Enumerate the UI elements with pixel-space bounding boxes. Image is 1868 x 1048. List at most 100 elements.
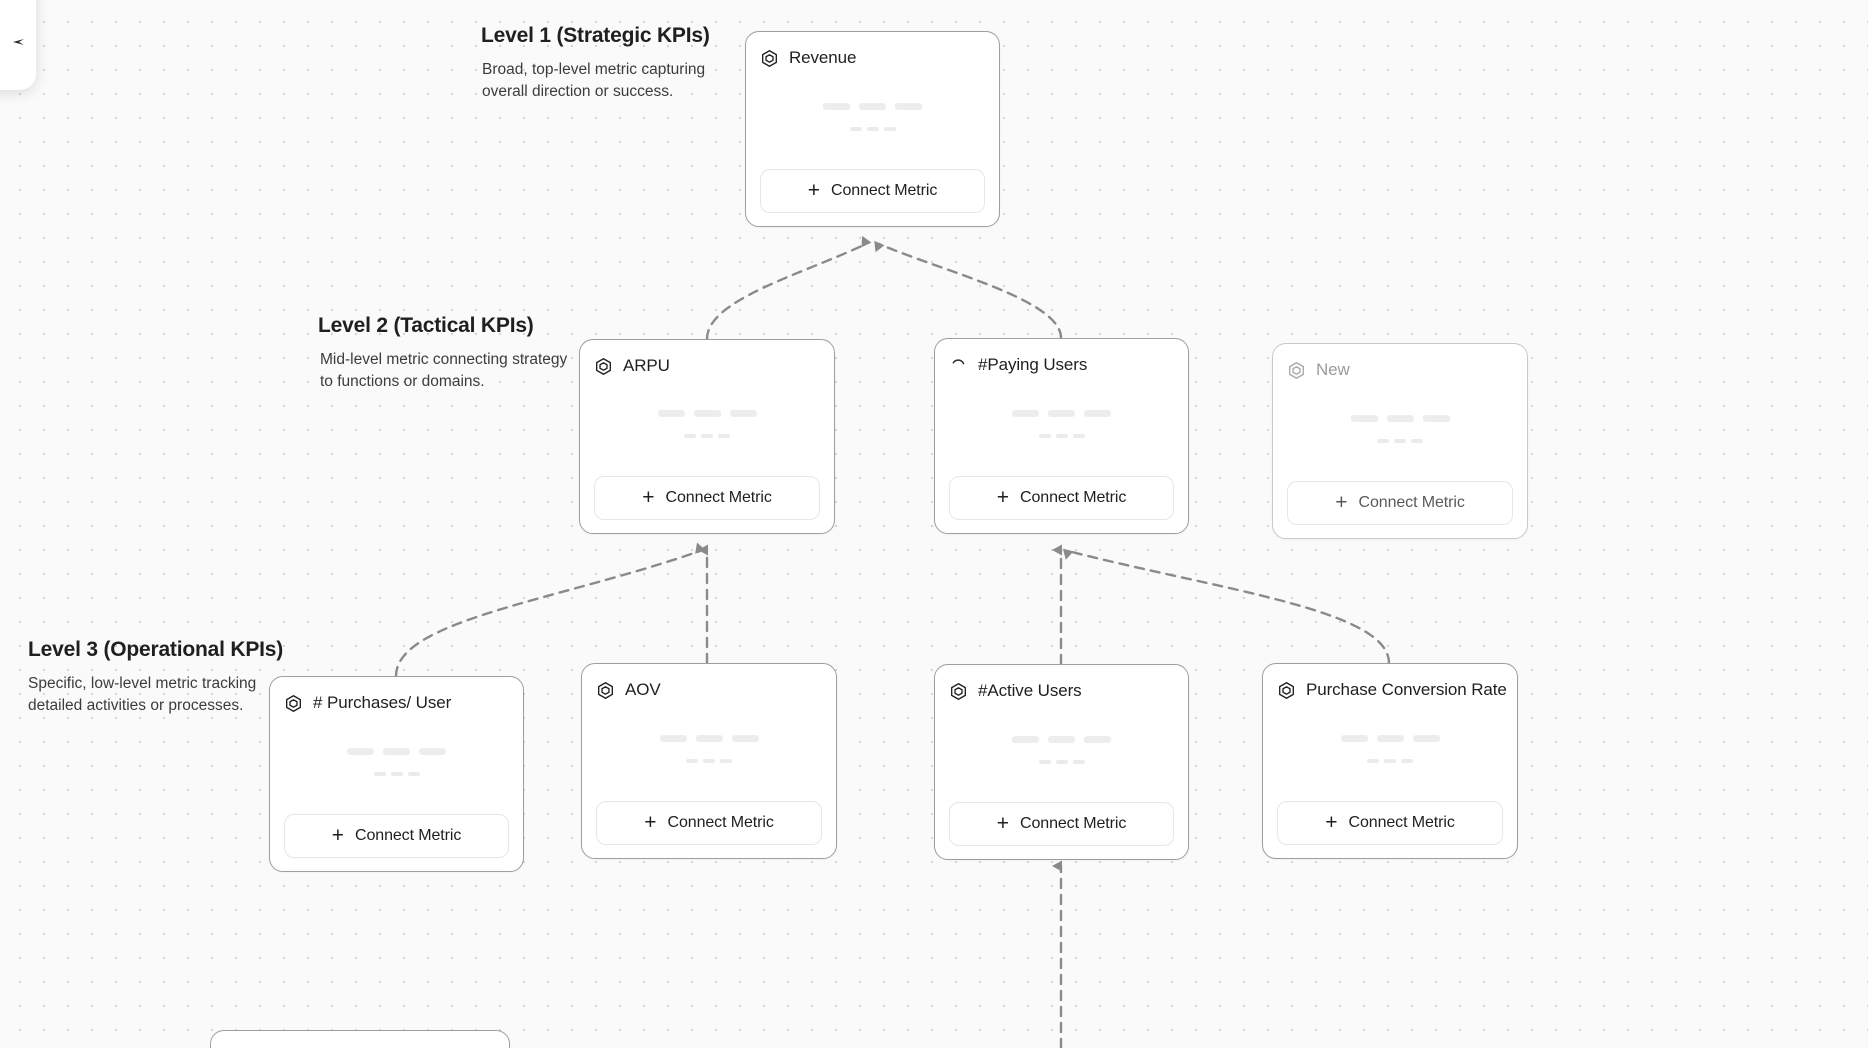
connect-metric-button[interactable]: + Connect Metric: [1287, 481, 1513, 525]
card-header: Purchase Conversion Rate: [1277, 678, 1507, 702]
skeleton-bar: [1386, 414, 1414, 422]
card-header: AOV: [596, 678, 822, 702]
connect-metric-button[interactable]: + Connect Metric: [949, 476, 1174, 520]
card-header: New: [1287, 358, 1513, 382]
plus-icon: +: [644, 810, 657, 834]
metric-card-offscreen-partial[interactable]: [210, 1030, 510, 1048]
plus-icon: +: [331, 823, 345, 847]
metric-card-active-users[interactable]: #Active Users + Connect Metric: [934, 664, 1189, 860]
card-skeleton-body: [284, 715, 509, 814]
skeleton-bar: [866, 126, 879, 131]
card-title: ARPU: [623, 356, 670, 375]
skeleton-bar: [390, 771, 403, 776]
skeleton-bar: [419, 747, 446, 755]
floating-panel-corner[interactable]: [0, 0, 36, 90]
card-header: Revenue: [760, 46, 985, 70]
skeleton-bar: [1084, 735, 1111, 743]
card-skeleton-body: [949, 703, 1174, 802]
skeleton-bar: [1376, 734, 1404, 742]
metric-card-new[interactable]: New + Connect Metric: [1272, 343, 1528, 539]
skeleton-bar: [1401, 758, 1413, 763]
skeleton-bar: [1038, 433, 1051, 438]
level-2-description: Mid-level metric connecting strategy to …: [320, 351, 568, 390]
skeleton-bar: [383, 747, 410, 755]
card-header: # Purchases/ User: [284, 691, 509, 715]
skeleton-row-secondary: [1367, 758, 1413, 763]
connect-metric-button[interactable]: + Connect Metric: [949, 802, 1174, 846]
skeleton-bar: [1384, 758, 1396, 763]
connect-metric-label: Connect Metric: [1020, 815, 1127, 832]
card-header: ARPU: [594, 354, 820, 378]
skeleton-bar: [686, 758, 698, 763]
metric-card-purchases-per-user[interactable]: # Purchases/ User + Connect Metric: [269, 676, 524, 872]
skeleton-bar: [1422, 414, 1450, 422]
connect-metric-label: Connect Metric: [1358, 494, 1465, 511]
connect-metric-label: Connect Metric: [1348, 814, 1455, 831]
connect-metric-button[interactable]: + Connect Metric: [594, 476, 820, 520]
level-3-title: Level 3 (Operational KPIs): [28, 638, 284, 661]
metric-card-arpu[interactable]: ARPU + Connect Metric: [579, 339, 835, 534]
skeleton-bar: [859, 102, 886, 110]
hexagon-icon: [286, 694, 301, 712]
skeleton-bar: [1055, 759, 1068, 764]
metric-card-aov[interactable]: AOV + Connect Metric: [581, 663, 837, 859]
cursor-arrow-icon: [13, 39, 24, 45]
connect-metric-label: Connect Metric: [1020, 489, 1127, 506]
skeleton-bar: [1055, 433, 1068, 438]
skeleton-row-secondary: [684, 434, 730, 438]
skeleton-row-primary: [823, 102, 922, 110]
skeleton-bar: [1038, 759, 1051, 764]
skeleton-bar: [895, 102, 922, 110]
skeleton-row-secondary: [686, 758, 732, 763]
level-1-description: Broad, top-level metric capturing overal…: [482, 61, 706, 100]
card-title: AOV: [625, 680, 661, 699]
connect-metric-button[interactable]: + Connect Metric: [1277, 801, 1503, 845]
card-skeleton-body: [949, 377, 1174, 476]
level-3-label: Level 3 (Operational KPIs) Specific, low…: [28, 638, 283, 717]
skeleton-row-secondary: [1377, 438, 1423, 443]
hexagon-icon: [1289, 361, 1304, 379]
skeleton-bar: [1350, 414, 1378, 422]
card-title: Purchase Conversion Rate: [1306, 680, 1507, 699]
spinner-icon: [952, 358, 965, 364]
skeleton-row-secondary: [1038, 433, 1085, 438]
connect-metric-label: Connect Metric: [667, 814, 774, 831]
skeleton-row-primary: [1350, 414, 1450, 422]
skeleton-bar: [695, 734, 723, 742]
card-skeleton-body: [1287, 382, 1513, 481]
skeleton-row-primary: [1340, 734, 1440, 742]
card-skeleton-body: [594, 378, 820, 476]
skeleton-bar: [703, 758, 715, 763]
connect-metric-button[interactable]: + Connect Metric: [760, 169, 985, 213]
hexagon-icon: [596, 357, 611, 375]
skeleton-bar: [1340, 734, 1368, 742]
skeleton-bar: [684, 434, 696, 438]
plus-icon: +: [1325, 810, 1338, 834]
card-skeleton-body: [596, 702, 822, 801]
card-skeleton-body: [1277, 702, 1503, 801]
metric-card-revenue[interactable]: Revenue + Connect Metric: [745, 31, 1000, 227]
skeleton-bar: [701, 434, 713, 438]
metric-card-purchase-conversion-rate[interactable]: Purchase Conversion Rate + Connect Metri…: [1262, 663, 1518, 859]
skeleton-bar: [659, 734, 687, 742]
skeleton-bar: [347, 747, 374, 755]
connect-metric-button[interactable]: + Connect Metric: [596, 801, 822, 845]
skeleton-bar: [1084, 409, 1111, 417]
metric-card-paying-users[interactable]: #Paying Users + Connect Metric: [934, 338, 1189, 534]
skeleton-bar: [883, 126, 896, 131]
connect-metric-label: Connect Metric: [665, 489, 772, 506]
hexagon-icon: [762, 49, 777, 67]
plus-icon: +: [1335, 490, 1348, 514]
skeleton-bar: [1394, 438, 1406, 443]
skeleton-row-primary: [1012, 735, 1111, 743]
level-2-label: Level 2 (Tactical KPIs) Mid-level metric…: [318, 314, 570, 393]
card-header: #Active Users: [949, 679, 1174, 703]
plus-icon: +: [642, 485, 655, 509]
skeleton-bar: [1411, 438, 1423, 443]
connect-metric-button[interactable]: + Connect Metric: [284, 814, 509, 858]
hexagon-icon: [598, 681, 613, 699]
skeleton-bar: [1377, 438, 1389, 443]
skeleton-row-secondary: [1038, 759, 1085, 764]
skeleton-bar: [720, 758, 732, 763]
